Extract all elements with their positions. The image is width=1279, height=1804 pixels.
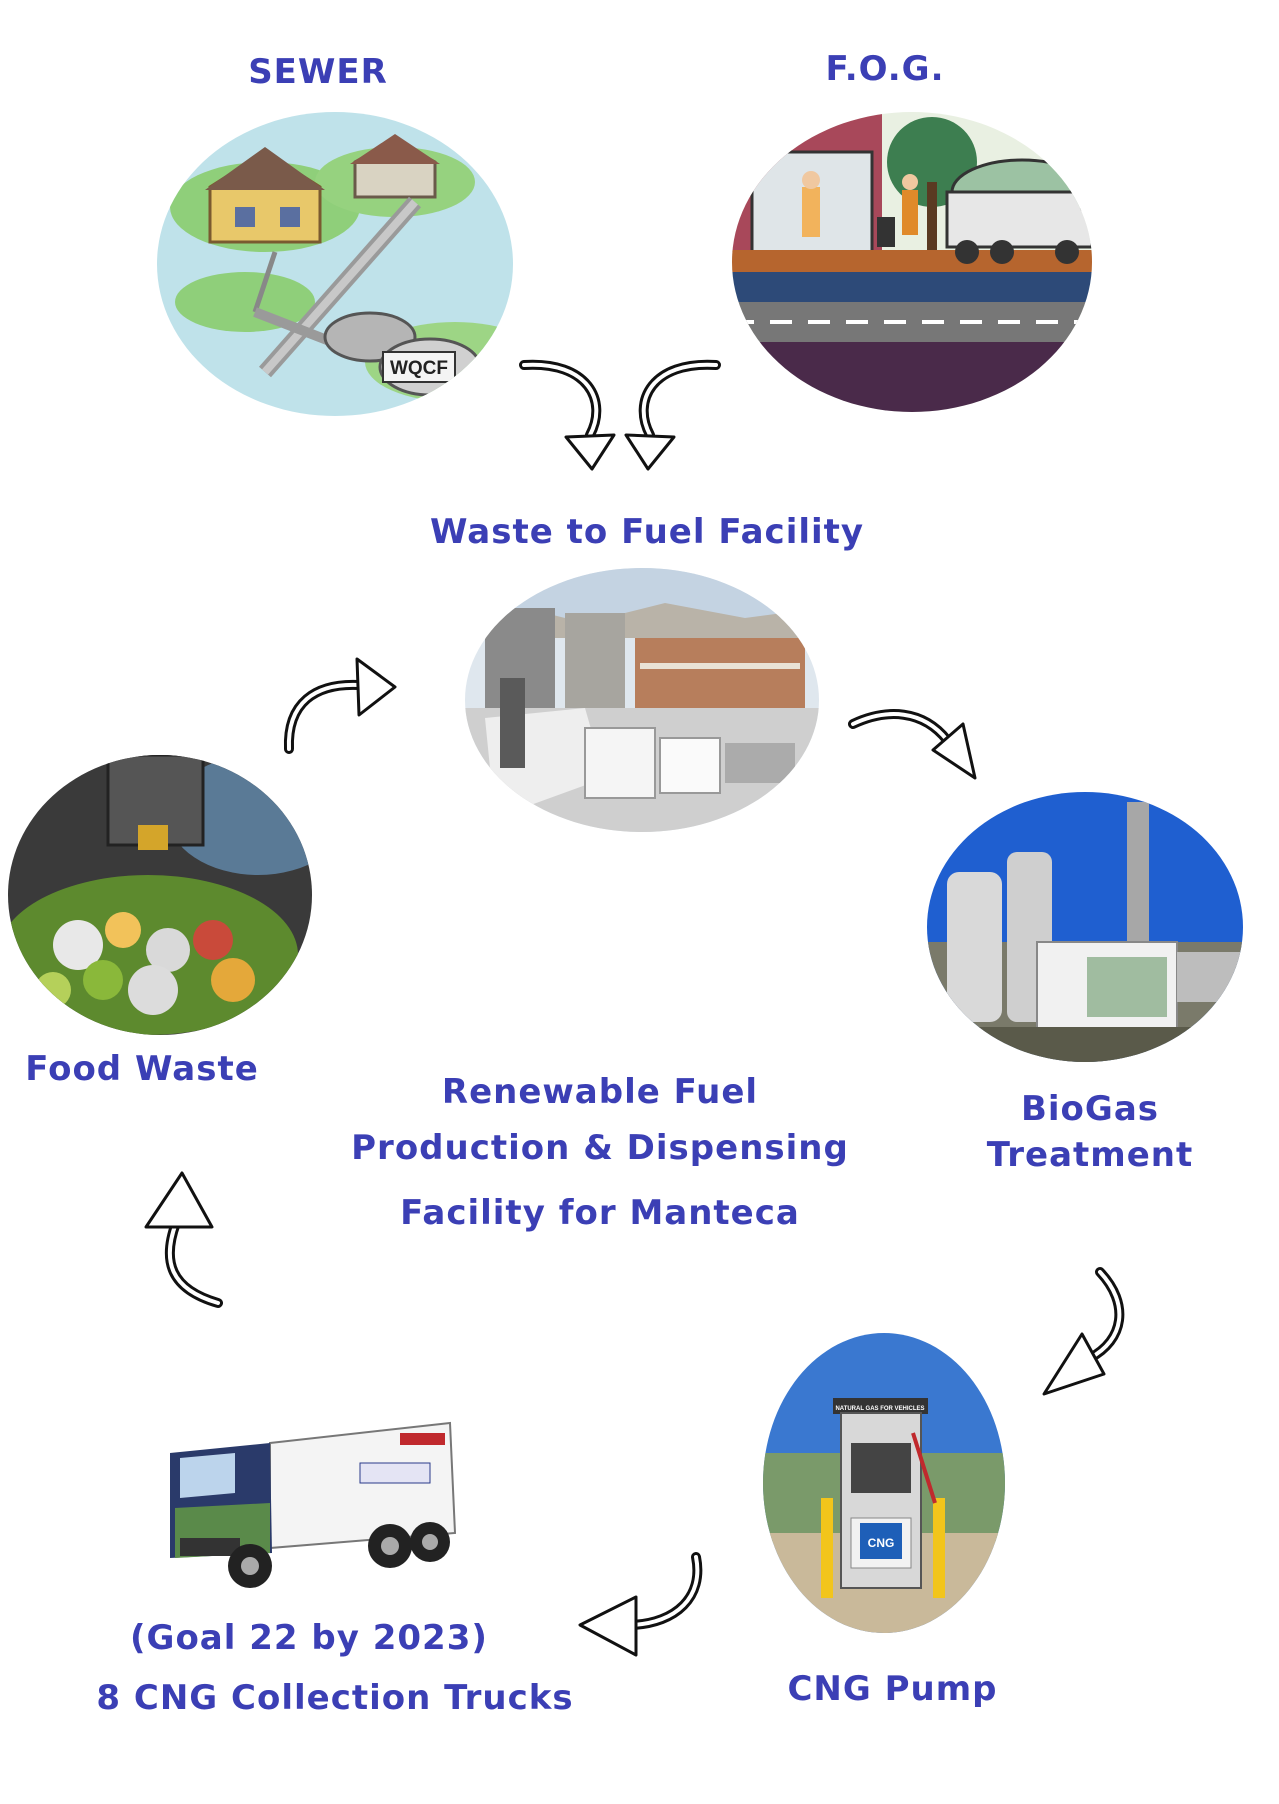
sewer-illustration: WQCF — [157, 112, 513, 416]
curved-arrow-icon — [283, 657, 397, 754]
center-caption-line1: Renewable Fuel — [441, 1072, 759, 1112]
center-caption-line3: Facility for Manteca — [400, 1193, 800, 1233]
trucks-count-label: 8 CNG Collection Trucks — [96, 1678, 574, 1718]
cng-pump-sign: NATURAL GAS FOR VEHICLES — [835, 1406, 924, 1412]
cng-pump-photo: NATURAL GAS FOR VEHICLES CNG — [763, 1333, 1005, 1633]
food-waste-label: Food Waste — [25, 1049, 259, 1089]
facility-photo — [465, 568, 819, 832]
curved-arrow-icon — [519, 359, 616, 471]
biogas-photo — [927, 792, 1243, 1062]
cng-truck-illustration — [170, 1421, 457, 1588]
center-caption-line2: Production & Dispensing — [351, 1128, 849, 1168]
cng-badge: CNG — [868, 1536, 895, 1550]
curved-arrow-icon — [144, 1171, 223, 1308]
biogas-label-line2: Treatment — [986, 1135, 1194, 1175]
curved-arrow-icon — [624, 359, 721, 471]
wqcf-sign: WQCF — [390, 358, 448, 379]
cng-pump-label: CNG Pump — [787, 1669, 998, 1709]
fog-label: F.O.G. — [825, 49, 945, 89]
curved-arrow-icon — [578, 1552, 703, 1657]
curved-arrow-icon — [848, 709, 977, 780]
biogas-label-line1: BioGas — [1020, 1089, 1159, 1129]
food-waste-photo — [8, 755, 312, 1035]
facility-label: Waste to Fuel Facility — [430, 512, 865, 552]
sewer-label: SEWER — [248, 52, 388, 92]
curved-arrow-icon — [1042, 1267, 1125, 1396]
fog-illustration — [732, 112, 1092, 412]
trucks-goal-label: (Goal 22 by 2023) — [130, 1618, 488, 1658]
